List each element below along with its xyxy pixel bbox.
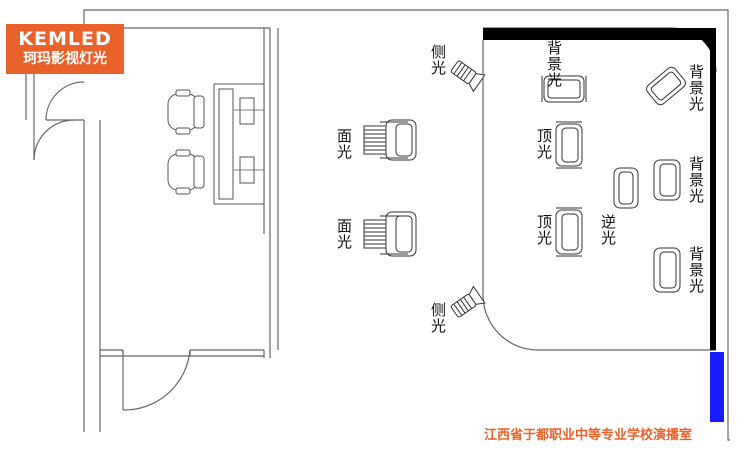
side-light-top xyxy=(450,60,486,93)
label-face-light-bottom: 面光 xyxy=(335,218,353,250)
brand-subtitle: 珂玛影视灯光 xyxy=(23,51,107,67)
label-top-light-2: 顶光 xyxy=(535,214,553,246)
label-side-light-bottom: 侧光 xyxy=(429,302,447,334)
walls xyxy=(24,9,730,441)
studio-caption: 江西省于都职业中等专业学校演播室 xyxy=(484,428,693,443)
reverse-light xyxy=(613,167,639,209)
label-back-light-2: 背景光 xyxy=(687,64,705,112)
back-light-3 xyxy=(653,159,681,201)
face-light-top xyxy=(363,119,417,161)
label-back-light-4: 背景光 xyxy=(687,246,705,294)
back-light-4 xyxy=(653,247,681,293)
control-desk xyxy=(213,83,265,205)
top-light-1 xyxy=(555,121,583,169)
blue-bar xyxy=(710,352,724,422)
label-face-light-top: 面光 xyxy=(335,128,353,160)
brand-logo: KEMLED 珂玛影视灯光 xyxy=(6,24,124,74)
chair-bottom xyxy=(167,149,205,195)
label-back-light-3: 背景光 xyxy=(687,156,705,204)
brand-name: KEMLED xyxy=(18,28,112,50)
label-top-light-1: 顶光 xyxy=(535,128,553,160)
side-light-bottom xyxy=(450,285,486,318)
back-light-1 xyxy=(541,75,587,103)
label-back-light-1: 背景光 xyxy=(545,40,563,88)
back-light-2 xyxy=(646,66,686,106)
face-light-bottom xyxy=(363,211,417,257)
label-reverse-light: 逆光 xyxy=(599,214,617,246)
label-side-light-top: 侧光 xyxy=(429,44,447,76)
top-light-2 xyxy=(555,207,583,257)
chair-top xyxy=(167,89,205,135)
